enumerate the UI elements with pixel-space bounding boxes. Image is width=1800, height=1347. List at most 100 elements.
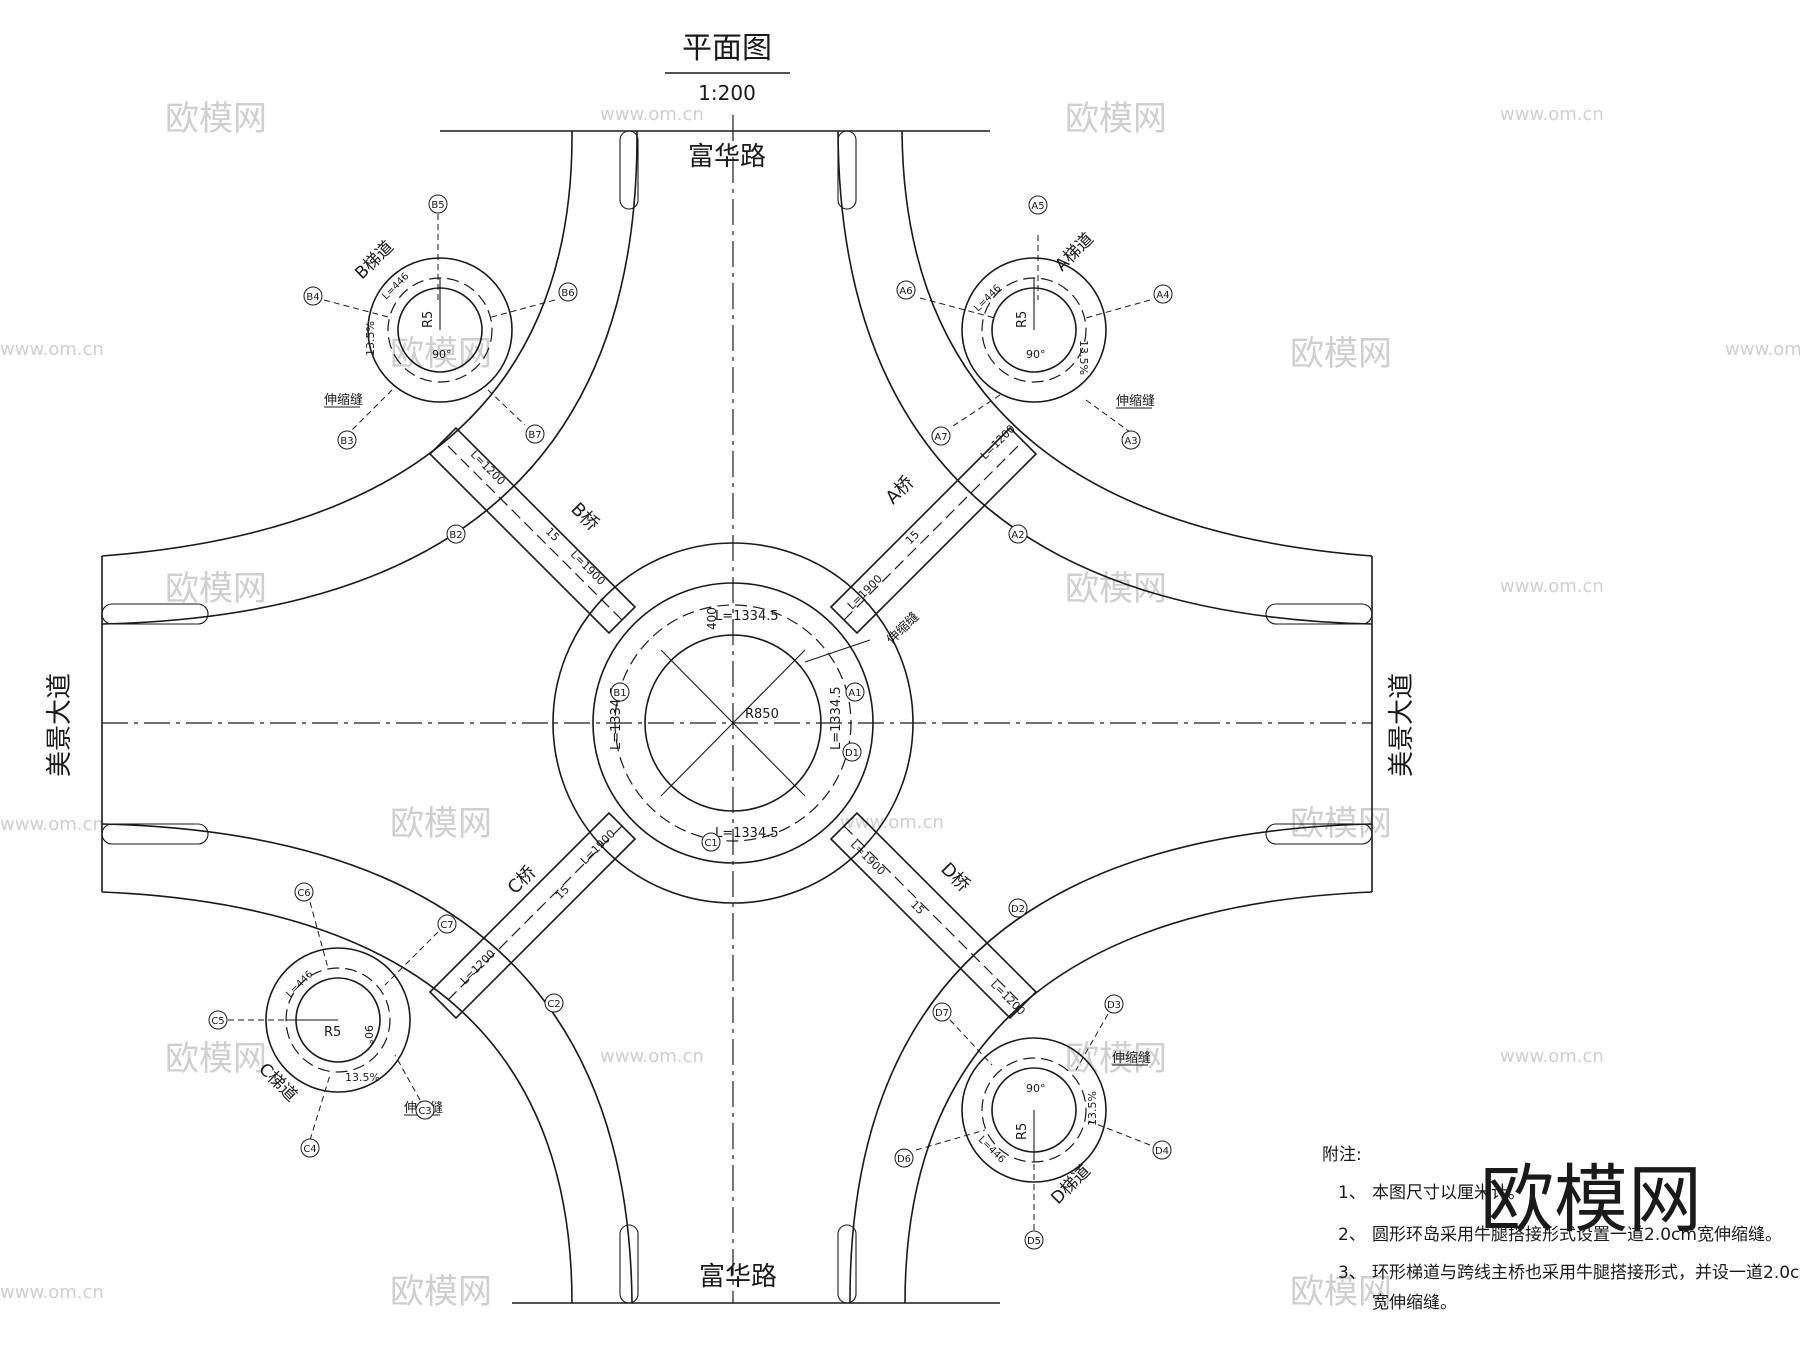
roundabout-deck-outer [592,582,874,864]
watermark-url: www.om.cn [1500,1046,1604,1067]
note-2-num: 2、 [1338,1225,1366,1245]
leader-a6 [919,297,996,319]
point-c3-marker [415,1100,435,1120]
point-c7-label: C7 [440,920,453,931]
radius-line [732,649,806,724]
note-3-continuation: 宽伸缩缝。 [1372,1293,1457,1313]
note-1-text: 本图尺寸以厘米计。 [1372,1183,1525,1203]
road-names: 富华路 富华路 美景大道 美景大道 [45,142,1417,1292]
point-d6-label: D6 [897,1154,911,1165]
point-markers: A5 A6 A4 A3 A7 A2 A1 B5 B4 B6 B3 B7 B2 [208,194,1173,1250]
watermark-url: www.om.cn [0,1282,104,1303]
point-d2-label: D2 [1011,904,1025,915]
bridge-b-dim-mid: 15 [543,525,562,544]
point-b3-marker [337,430,357,450]
point-c6-label: C6 [297,888,310,899]
point-a6-marker [896,280,916,300]
watermark-brand: 欧模网 [390,804,492,844]
curb-sw-inner [101,823,633,1304]
stair-d-slope: 13.5% [1086,1091,1099,1126]
point-a3-label: A3 [1124,436,1137,447]
bridge-a-label: A桥 [882,472,918,508]
point-d5-label: D5 [1027,1236,1041,1247]
point-d7-marker [932,1002,952,1022]
point-c2-marker [544,993,564,1013]
point-a5-label: A5 [1031,201,1044,212]
leader-d6 [915,1129,986,1151]
leader-d3 [1075,1013,1109,1071]
point-c2-label: C2 [547,999,560,1010]
point-a2-label: A2 [1011,530,1024,541]
watermark-brand: 欧模网 [390,1272,492,1312]
bridge-b-dim-outer: L=1200 [468,448,508,488]
radius-line-2 [732,722,806,797]
point-d1-marker [842,742,862,762]
ring-dim-right: L=1334.5 [829,686,844,750]
leader-d7 [949,1019,993,1066]
bridge-a-dim-outer: L=1200 [978,422,1018,462]
curb-se-outer [904,891,1373,1304]
point-c5-marker [208,1010,228,1030]
watermark-brand: 欧模网 [165,569,267,609]
watermark-url: www.om.cn [840,812,944,833]
roundabout-deck-centerline [614,604,852,842]
bridge-d-dim-outer: L=1200 [988,978,1028,1018]
bridge-b-dim-inner: L=1900 [568,548,608,588]
point-b5-label: B5 [431,200,444,211]
leader-a3 [1085,399,1131,433]
point-a1-label: A1 [848,688,861,699]
point-a5-marker [1028,195,1048,215]
stair-d-outer [961,1037,1107,1183]
median-right-bottom [1265,823,1373,845]
leader-d4 [1085,1119,1151,1146]
leader-b6 [487,299,556,319]
bridge-d-dim-mid: 15 [908,898,927,917]
median-top-right [837,130,857,210]
curb-nw-inner [101,130,638,625]
point-b7-marker [525,424,545,444]
bridge-b-centerline [442,440,623,621]
point-b4-label: B4 [306,292,319,303]
curb-se-inner [849,823,1373,1304]
point-b7-label: B7 [528,430,541,441]
stair-b-radius-label: R5 [421,311,436,328]
watermark-brand: 欧模网 [165,1039,267,1079]
median-right-top [1265,603,1373,625]
stair-d-joint-label: 伸缩缝 [1112,1050,1151,1066]
stair-d-angle: 90° [1026,1082,1046,1095]
stair-d-label: D梯道 [1047,1161,1094,1208]
curb-ne-outer [901,130,1373,557]
road-name-left: 美景大道 [45,673,75,777]
ring-dim-bottom: L=1334.5 [715,826,779,841]
point-d3-label: D3 [1107,1000,1121,1011]
median-top-left [619,130,639,210]
bridge-d-deck [829,811,1038,1020]
point-c6-marker [294,882,314,902]
leader-c6 [309,901,329,969]
road-outlines [101,130,1373,1304]
point-a7-marker [931,426,951,446]
leader-c7 [384,931,439,986]
bridge-c-label: C桥 [504,862,540,898]
point-b2-marker [446,524,466,544]
point-d1-label: D1 [845,748,859,759]
bridge-b-label: B桥 [566,499,602,535]
point-b4-marker [303,286,323,306]
watermark-url: www.om.cn [1500,104,1604,125]
point-d4-label: D4 [1155,1146,1169,1157]
point-c4-marker [300,1138,320,1158]
point-c3-label: C3 [418,1106,431,1117]
watermark-brand: 欧模网 [1290,334,1392,374]
point-d3-marker [1104,994,1124,1014]
point-d5-marker [1024,1230,1044,1250]
bridge-a-deck [829,426,1038,635]
drawing-scale: 1:200 [698,81,756,105]
stair-c-radius-label: R5 [324,1025,341,1040]
leader-b7 [487,389,526,426]
bridge-c-dim-mid: 15 [553,883,572,902]
bridge-d-label: D桥 [936,859,973,896]
bridge-a-dim-inner: L=1900 [845,572,885,612]
point-b6-marker [558,282,578,302]
median-left-top [101,603,209,625]
stair-c-slope: 13.5% [345,1071,380,1084]
